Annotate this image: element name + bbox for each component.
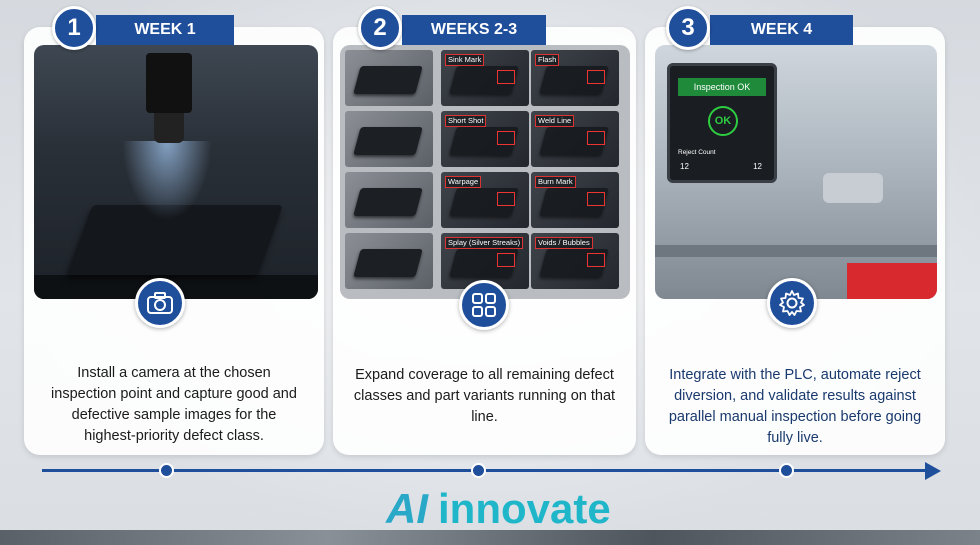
defect-image: Warpage xyxy=(441,172,529,228)
defect-label: Flash xyxy=(535,54,560,66)
defect-image: Short Shot xyxy=(441,111,529,167)
defect-label: Burn Mark xyxy=(535,176,576,188)
step-label: WEEK 1 xyxy=(96,15,234,45)
timeline-dot xyxy=(779,463,794,478)
step-card-week-1: Install a camera at the chosen inspectio… xyxy=(24,27,324,455)
inspection-monitor: Inspection OK OK Reject Count 12 12 xyxy=(667,63,777,183)
camera-icon xyxy=(135,278,185,328)
defect-label: Short Shot xyxy=(445,115,487,127)
reject-count-value: 12 xyxy=(680,162,689,171)
grid-icon xyxy=(459,280,509,330)
timeline-dot xyxy=(159,463,174,478)
plc-integration-photo: Inspection OK OK Reject Count 12 12 xyxy=(655,45,937,299)
step-number-badge: 3 xyxy=(666,6,710,50)
logo-ai: AI xyxy=(386,485,428,532)
camera-lens xyxy=(154,113,184,143)
defect-label: Weld Line xyxy=(535,115,575,127)
step-number-badge: 2 xyxy=(358,6,402,50)
inspection-camera xyxy=(146,53,192,113)
reject-count-total: 12 xyxy=(753,162,762,171)
reject-count-label: Reject Count xyxy=(678,149,716,156)
defect-label: Splay (Silver Streaks) xyxy=(445,237,524,249)
step-label: WEEK 4 xyxy=(710,15,853,45)
step-label: WEEKS 2-3 xyxy=(402,15,546,45)
defect-image: Sink Mark xyxy=(441,50,529,106)
step-card-weeks-2-3: Sink Mark Flash Short Shot Weld Line War… xyxy=(333,27,636,455)
screen-title: Inspection OK xyxy=(678,78,766,96)
timeline-dot xyxy=(471,463,486,478)
step-description: Install a camera at the chosen inspectio… xyxy=(51,365,297,444)
gear-icon xyxy=(767,278,817,328)
defect-label: Voids / Bubbles xyxy=(535,237,593,249)
reference-part-image xyxy=(345,172,433,228)
ok-indicator: OK xyxy=(708,106,738,136)
logo-name: innovate xyxy=(438,485,611,532)
reference-part-image xyxy=(345,50,433,106)
defect-grid: Sink Mark Flash Short Shot Weld Line War… xyxy=(345,50,625,294)
bottom-strip xyxy=(0,530,980,545)
step-number-badge: 1 xyxy=(52,6,96,50)
camera-light xyxy=(122,141,212,221)
defect-grid-photo: Sink Mark Flash Short Shot Weld Line War… xyxy=(340,45,630,299)
defect-image: Weld Line xyxy=(531,111,619,167)
defect-image: Voids / Bubbles xyxy=(531,233,619,289)
defect-image: Burn Mark xyxy=(531,172,619,228)
defect-label: Warpage xyxy=(445,176,482,188)
reject-diverter xyxy=(823,173,883,203)
defect-image: Splay (Silver Streaks) xyxy=(441,233,529,289)
reference-part-image xyxy=(345,233,433,289)
step-card-week-4: Inspection OK OK Reject Count 12 12 Inte… xyxy=(645,27,945,455)
brand-logo: AI innovate xyxy=(386,485,611,533)
reference-part-image xyxy=(345,111,433,167)
step-description: Integrate with the PLC, automate reject … xyxy=(668,367,922,446)
defect-image: Flash xyxy=(531,50,619,106)
timeline-line xyxy=(42,469,930,472)
camera-install-photo xyxy=(34,45,318,299)
timeline-arrow-icon xyxy=(925,462,941,480)
step-description: Expand coverage to all remaining defect … xyxy=(353,367,616,425)
defect-label: Sink Mark xyxy=(445,54,485,66)
conveyor-rail xyxy=(655,245,937,257)
reject-bin xyxy=(847,263,937,299)
